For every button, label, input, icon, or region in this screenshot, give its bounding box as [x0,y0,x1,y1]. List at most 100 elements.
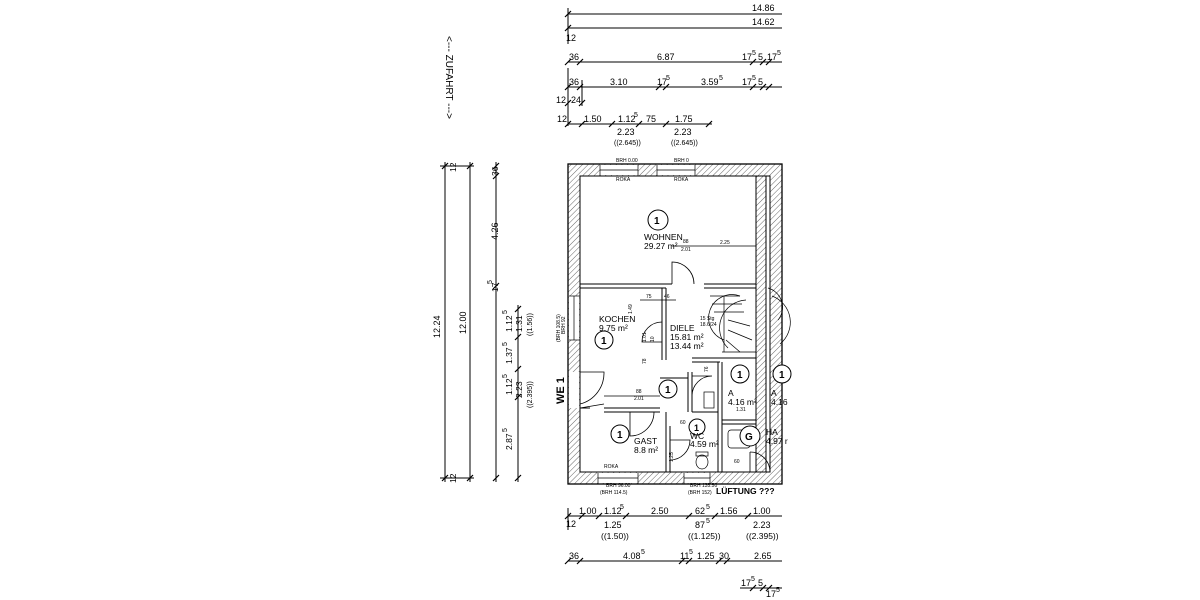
dim-left-17: 17 [490,282,500,292]
stair-steps: 15 Stg [700,316,715,322]
room-name-wc: WC [690,431,704,441]
brh-bottom-4: (BRH 152) [688,490,712,496]
room-name-kochen: KOCHEN [599,314,635,324]
dim-row3-sup: 5 [634,112,638,119]
dim-bottom2-30: 30 [719,551,729,561]
dim-bottom2-265: 2.65 [754,551,772,561]
overall-dim-top-2: 14.62 [752,17,775,27]
overall-dim-left-2: 12.00 [458,311,468,334]
room-number-a-left: 1 [737,370,743,381]
dim-row1-17b: 17 [767,52,777,62]
dim-bottom3-sup-a: 5 [751,576,755,583]
dim-row2-sup-a: 5 [666,75,670,82]
dim-left-small-bottom: 12 [448,473,458,483]
dim-side-24: 24 [571,95,581,105]
room-area-kochen: 9.75 m² [599,323,628,333]
window-width-2: 2.23 [674,127,692,137]
dim-bottom-1125p: ((1.125)) [688,531,721,541]
dim-row2-5: 5 [758,77,763,87]
brh-bottom-2: (BRH 114.5) [600,490,628,496]
dim-bottom-2395p: ((2.395)) [746,531,779,541]
room-name-a-left: A [728,388,734,398]
brh-top-1: BRH 0.00 [616,158,638,164]
room-gast: 1 GAST 8.8 m² [610,424,658,455]
dim-left-sup-e: 5 [502,428,509,432]
dim-row3-12: 12 [557,114,567,124]
room-number-kochen: 1 [601,336,607,347]
dim-bottom2-sup-a: 5 [641,549,645,556]
room-ha: G HA 4.97 r [739,425,788,447]
dim-left-131: 1.31 [514,315,524,332]
room-area-diele: 15.81 m² [670,332,704,342]
left-dimension-chains: 12.24 12.00 12 12 36 4.26 17 5 1.12 5 1.… [432,162,534,483]
dim-left-137: 1.37 [504,347,514,364]
dim-row1-36: 36 [569,52,579,62]
window-height-2: ((2.645)) [671,140,698,147]
dim-left-223: 2.23 [514,381,524,398]
brh-left-2: (BRH 108.5) [556,314,562,342]
bottom-dimension-chains: 12 1.00 1.12 5 2.50 62 5 1.56 1.00 1.25 … [564,504,782,599]
dim-bottom2-408: 4.08 [623,551,641,561]
lueftung-note: LÜFTUNG ??? [716,486,775,496]
dim-row3-150: 1.50 [584,114,602,124]
top-dimension-chains: 14.86 14.62 12 36 6.87 17 5 5 17 5 36 3.… [556,3,782,147]
dim-bottom-112: 1.12 [604,506,622,516]
roka-bottom: ROKA [604,464,619,470]
room-name-ha: HA [766,427,778,437]
brh-top-2: BRH 0 [674,158,689,164]
dim-row2-17b: 17 [742,77,752,87]
dim-row2-310: 3.10 [610,77,628,87]
roka-top-1: ROKA [616,177,631,183]
room-name-diele: DIELE [670,323,695,333]
dim-bottom2-sup-b: 5 [689,549,693,556]
dim-opening-125: 1.25 [669,452,675,462]
dim-left-2395: ((2.395)) [527,381,534,408]
dim-bottom-62: 62 [695,506,705,516]
room-number-wc: 1 [694,423,699,433]
dim-row3-112: 1.12 [618,114,636,124]
overall-dim-left-1: 12.24 [432,315,442,338]
dim-row2-sup-c: 5 [752,75,756,82]
dim-bottom3-5: 5 [758,578,763,588]
dim-bottom2-11: 11 [680,551,689,561]
plan-annotations: BRH 0.00 BRH 0 ROKA ROKA ROKA BRH 92 (BR… [556,158,775,496]
window-width-1: 2.23 [617,127,635,137]
dim-small-78: 78 [642,358,648,364]
dim-row1-sup-a: 5 [752,50,756,57]
dim-opening-88b: 88 [636,389,642,395]
dim-row3-175: 1.75 [675,114,693,124]
overall-dim-top-1: 14.86 [752,3,775,13]
room-name-a-right: A [771,388,777,398]
room-area-wc: 4.59 m² [690,439,719,449]
room-wc: 1 WC 4.59 m² [688,418,719,449]
room-name-wohnen: WOHNEN [644,232,683,242]
room-wohnen: 1 WOHNEN 29.27 m² [644,209,683,251]
dim-bottom-156: 1.56 [720,506,738,516]
dim-row2-359: 3.59 [701,77,719,87]
dim-opening-225: 2.25 [720,240,730,246]
room-number-gast: 1 [617,430,623,441]
window-height-1: ((2.645)) [614,140,641,147]
brh-left: BRH 92 [561,316,567,334]
dim-left-156: ((1.56)) [527,313,534,336]
stair-ratio: 18.6/24 [700,322,717,328]
room-area2-diele: 13.44 m² [670,341,704,351]
room-number-ha: G [745,432,753,443]
room-a-left: 1 A 4.16 m² [728,364,757,407]
dim-opening-60b: 60 [734,459,740,465]
dim-small-76: 76 [704,366,710,372]
dim-bottom3-17a: 17 [741,578,751,588]
dim-opening-149: 1.49 [628,304,634,314]
dim-bottom3-17b: 17 [766,589,776,599]
dim-bottom2-125: 1.25 [697,551,715,561]
dim-bottom-100a: 1.00 [579,506,597,516]
brh-bottom-1: BRH 96.00 [606,483,631,489]
dim-side-12-a: 12 [566,33,576,43]
dim-left-36: 36 [490,166,500,176]
dim-row1-sup-b: 5 [777,50,781,57]
dim-opening-88a: 88 [683,239,689,245]
roka-top-2: ROKA [674,177,689,183]
zufahrt-label: <--- ZUFAHRT ---> [443,36,454,119]
room-area-a-right: 4.16 [771,397,788,407]
